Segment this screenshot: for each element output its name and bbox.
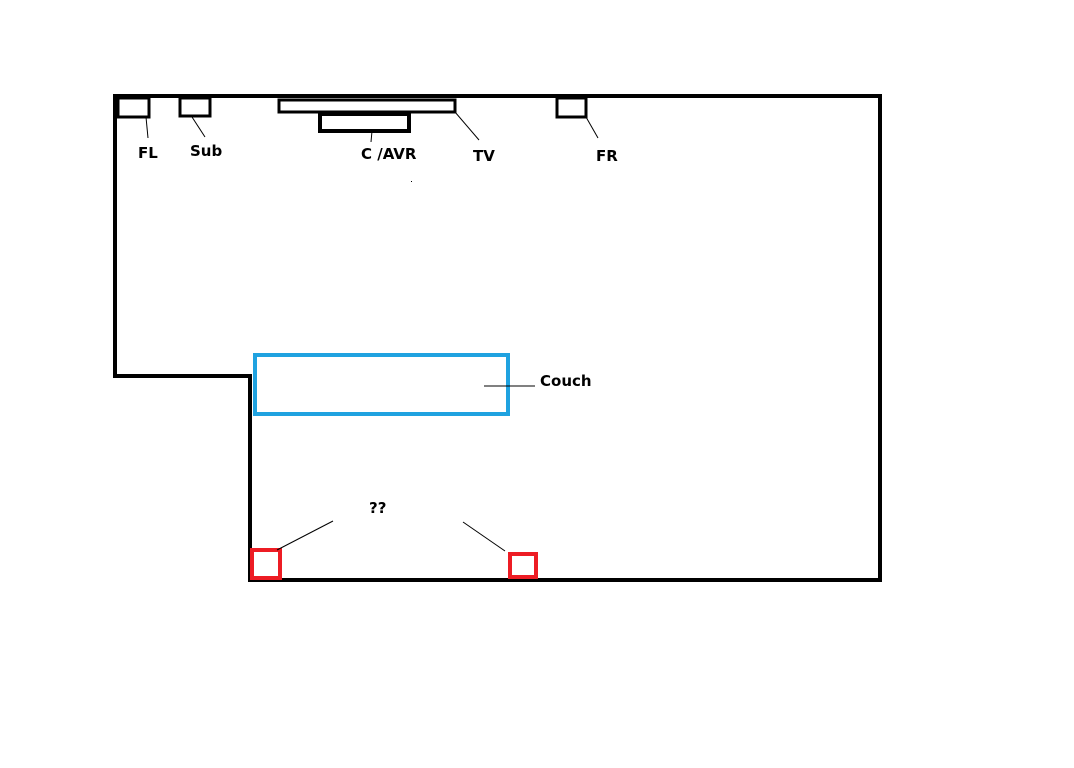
subwoofer — [178, 96, 212, 118]
couch — [253, 353, 510, 416]
fl-leader-line — [145, 116, 149, 139]
tv-leader-line — [454, 111, 480, 141]
unknown-label: ?? — [369, 499, 386, 517]
fr-label: FR — [596, 147, 618, 165]
room-walls — [113, 94, 882, 582]
couch-label: Couch — [540, 372, 592, 390]
tv-label: TV — [473, 147, 495, 165]
front-right-speaker — [555, 96, 588, 119]
tv — [277, 98, 457, 114]
center-leader-line — [370, 130, 373, 143]
sub-label: Sub — [190, 142, 222, 160]
rear-right-speaker — [508, 552, 538, 579]
fl-label: FL — [138, 144, 158, 162]
stray-dot — [411, 181, 412, 182]
sub-leader-line — [191, 116, 206, 138]
center-avr-label: C /AVR — [361, 145, 417, 163]
fr-leader-line — [585, 116, 599, 139]
rear-left-leader-line — [276, 520, 334, 551]
rear-right-leader-line — [462, 521, 506, 552]
center-avr — [318, 112, 411, 133]
rear-left-speaker — [250, 548, 282, 580]
front-left-speaker — [116, 96, 151, 119]
